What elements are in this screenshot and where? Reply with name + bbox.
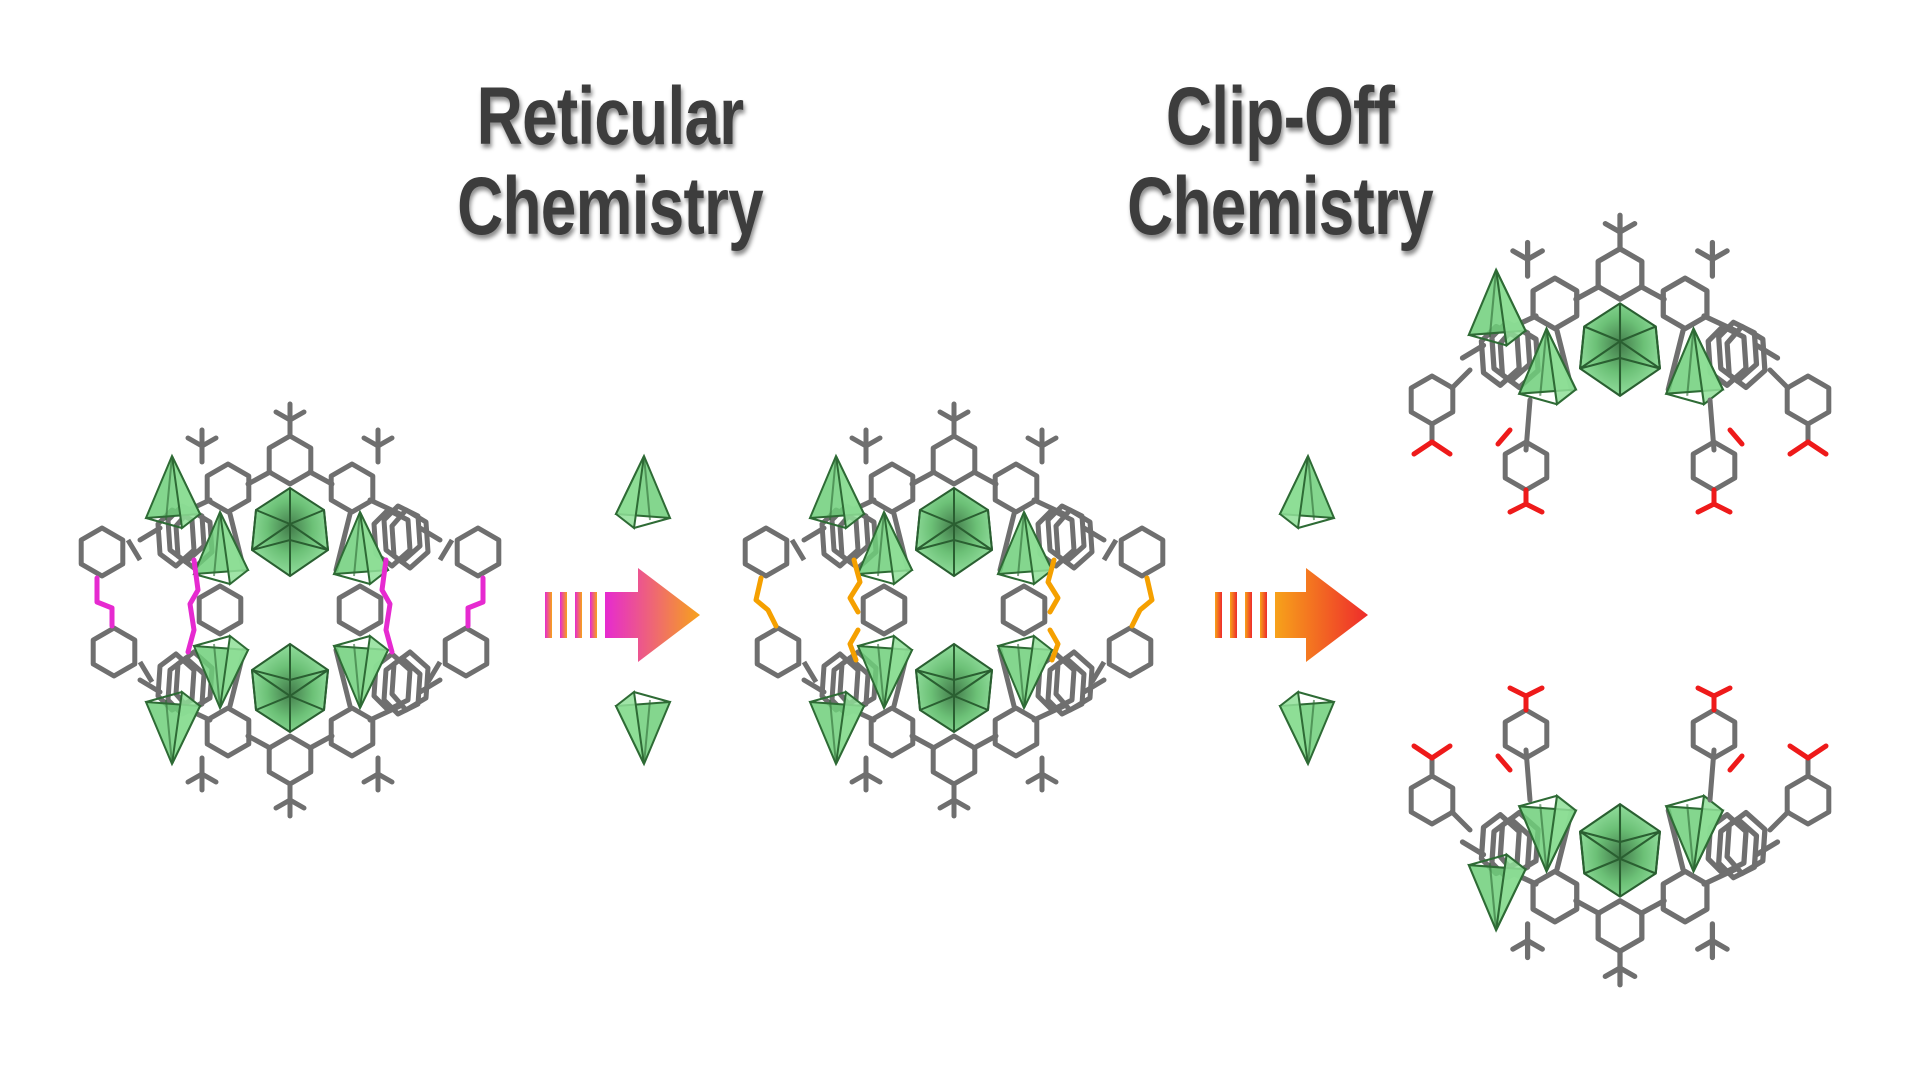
heading-line-1: Clip-Off xyxy=(1165,71,1395,162)
carboxyl-groups xyxy=(1411,427,1829,515)
clip-off-chemistry-heading: Clip-Off Chemistry xyxy=(1085,72,1475,252)
half-cage-top xyxy=(1411,215,1920,515)
carboxyl-groups xyxy=(1411,685,1829,773)
heading-line-2: Chemistry xyxy=(1127,161,1434,252)
cage-intermediate xyxy=(745,404,1334,816)
cage-reticular xyxy=(81,404,670,816)
reticular-chemistry-heading: Reticular Chemistry xyxy=(415,72,805,252)
arrow-clip-off xyxy=(1215,568,1368,662)
linker-bonds xyxy=(753,557,1155,663)
half-cage-bottom xyxy=(1411,685,1920,985)
arrow-reticular xyxy=(545,568,700,662)
heading-line-2: Chemistry xyxy=(457,161,764,252)
heading-line-1: Reticular xyxy=(476,71,744,162)
linker-bonds xyxy=(94,557,486,655)
